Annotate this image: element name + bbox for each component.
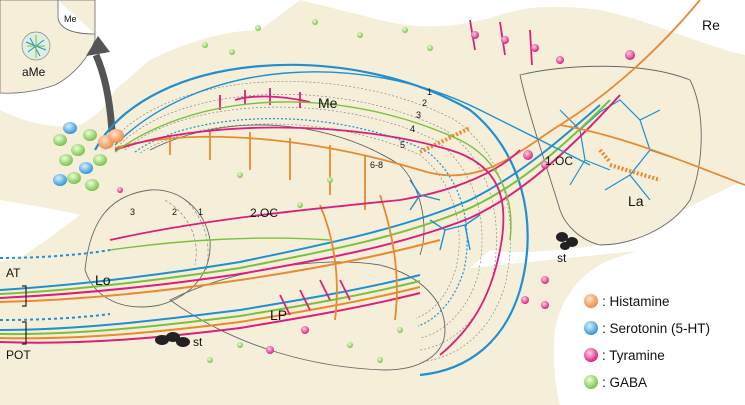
medulla [94,63,529,377]
legend-label-tyramine: : Tyramine [602,348,665,363]
stalk-bottom-label: st [193,335,203,349]
legend-item-gaba: : GABA [584,375,647,390]
lobula-layer-2: 2 [172,207,177,217]
medulla-layer-5: 5 [400,140,405,150]
medulla-layer-1: 1 [427,87,432,97]
curved-arrow-icon [92,53,116,133]
legend-item-serotonin: : Serotonin (5-HT) [584,321,710,336]
scattered-cell-bodies [117,19,635,363]
lamina [519,65,702,246]
medulla-layer-2: 2 [422,98,427,108]
ame-inset: Me aMe [0,0,116,133]
ame-cell-cluster [53,122,124,191]
gaba-fibers [109,101,512,251]
ame-inset-me-label: Me [64,14,77,24]
legend: : Histamine : Serotonin (5-HT) : Tyramin… [584,294,710,390]
gaba-cell-icon [584,375,598,389]
medulla-layer-4: 4 [410,124,415,134]
white-void-top-right [300,0,745,55]
tyramine-fibers [109,19,533,356]
medulla-label: Me [318,95,338,111]
medulla-layer-6-8: 6-8 [370,160,383,170]
lobula-label: Lo [95,272,111,288]
at-tract-label: AT [6,266,21,280]
fiber-bundles [0,94,621,344]
at-bracket [22,285,27,307]
white-void-lower-left [0,200,80,262]
legend-label-serotonin: : Serotonin (5-HT) [602,321,710,336]
ame-label: aMe [22,65,46,79]
lobula-layer-3: 3 [130,207,135,217]
legend-item-tyramine: : Tyramine [584,348,665,363]
stalk-bottom: st [155,332,203,349]
legend-item-histamine: : Histamine [584,294,670,309]
inner-chiasm-label: 2.OC [250,206,278,220]
legend-label-gaba: : GABA [602,375,647,390]
tyramine-cell-icon [584,348,598,362]
lobula-layer-1: 1 [198,207,203,217]
pot-tract-label: POT [6,348,31,362]
medulla-layer-3: 3 [416,110,421,120]
histamine-cell-icon [584,294,598,308]
white-void-bottom-right [553,230,745,405]
pot-bracket [22,321,27,345]
outer-chiasm-label: 1.OC [545,154,573,168]
retina-label: Re [702,17,720,33]
legend-label-histamine: : Histamine [602,294,670,309]
lamina-label: La [628,193,644,209]
serotonin-fibers [114,71,591,251]
stalk-top: st [556,232,578,265]
stalk-top-label: st [557,251,567,265]
serotonin-cell-icon [584,321,598,335]
lobula-plate-label: LP [270,307,287,323]
